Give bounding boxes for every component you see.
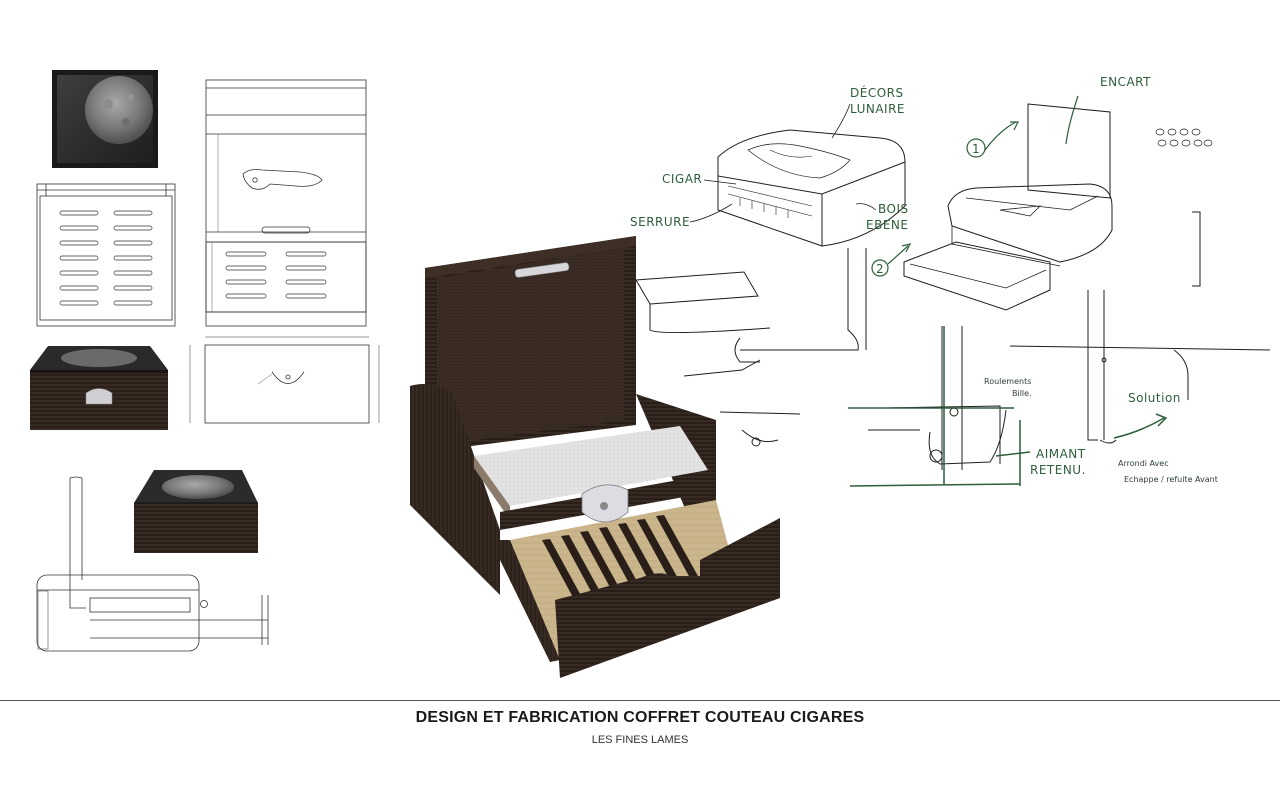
caption-divider bbox=[0, 700, 1280, 701]
annotation-step-1: 1 bbox=[972, 142, 980, 156]
sketch-open-box-arrows bbox=[871, 95, 1079, 277]
annotation-retenu: RETENU. bbox=[1030, 463, 1086, 477]
annotation-bois: BOIS bbox=[878, 202, 909, 216]
annotation-decors: DÉCORS bbox=[850, 85, 904, 100]
render-top-view bbox=[52, 70, 158, 168]
annotation-bille: Bille. bbox=[1012, 389, 1032, 398]
annotation-echappe: Echappe / refuite Avant bbox=[1124, 475, 1218, 484]
drawing-section-drawer bbox=[36, 476, 269, 652]
annotation-arrondi: Arrondi Avec bbox=[1118, 459, 1169, 468]
annotation-serrure: SERRURE bbox=[630, 215, 690, 229]
drawing-elevation-knife bbox=[205, 79, 367, 327]
annotation-ebene: EBENE bbox=[866, 218, 908, 232]
render-main-open-box bbox=[410, 236, 780, 678]
annotation-encart: ENCART bbox=[1100, 75, 1151, 89]
sketch-open-box bbox=[903, 103, 1113, 311]
drawing-plan-slots bbox=[36, 183, 176, 327]
annotation-step-2: 2 bbox=[876, 262, 884, 276]
render-three-quarter-small bbox=[134, 470, 258, 553]
page-title: DESIGN ET FABRICATION COFFRET COUTEAU CI… bbox=[415, 709, 865, 726]
sketch-section-green bbox=[848, 326, 1168, 487]
page-subtitle: LES FINES LAMES bbox=[591, 734, 689, 746]
annotation-cigar: CIGAR bbox=[662, 172, 702, 186]
sketch-ovals bbox=[1155, 128, 1213, 147]
sketch-closed-box bbox=[717, 129, 906, 247]
render-front-view bbox=[30, 346, 168, 430]
annotation-lunaire: LUNAIRE bbox=[850, 102, 905, 116]
annotation-aimant: AIMANT bbox=[1036, 447, 1086, 461]
sketch-closed-box-leaders bbox=[689, 103, 877, 223]
annotation-solution: Solution bbox=[1128, 391, 1181, 405]
annotation-roulements: Roulements bbox=[984, 377, 1031, 386]
drawing-front-dims bbox=[189, 336, 380, 424]
sketch-section-detail bbox=[868, 290, 1271, 470]
sketch-profile bbox=[635, 211, 1201, 447]
